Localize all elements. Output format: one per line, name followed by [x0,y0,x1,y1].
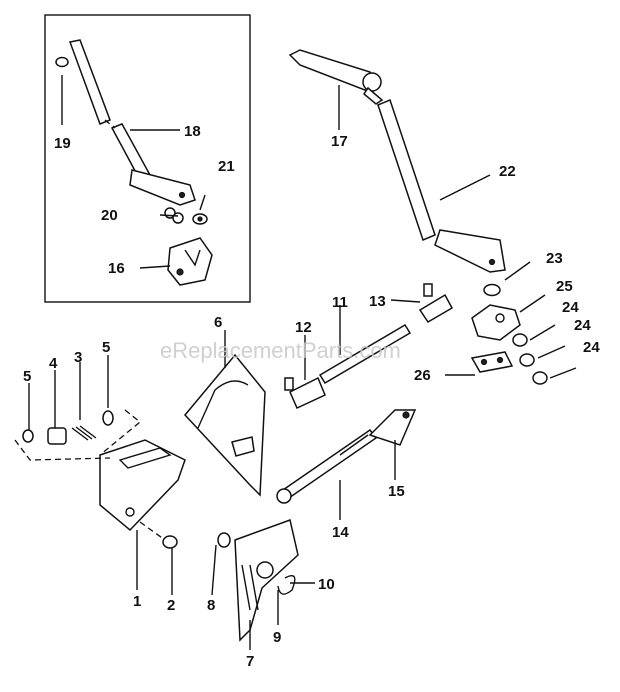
label-3: 3 [74,349,82,366]
part-8-washer [217,532,231,548]
label-16: 16 [108,260,125,277]
label-15: 15 [388,483,405,500]
dashed-link-b [99,409,142,456]
label-24b: 24 [574,317,591,334]
label-5a: 5 [23,368,31,385]
part-10-clip [277,575,296,595]
label-25: 25 [556,278,573,295]
part-22-lever [377,98,506,273]
label-11: 11 [332,294,348,311]
part-26-plate [470,351,514,373]
part-15-clevis [368,409,417,446]
watermark: eReplacementParts.com [160,338,401,363]
part-1-plate [99,439,186,532]
label-20: 20 [101,207,118,224]
label-2: 2 [167,597,175,614]
label-26: 26 [414,367,431,384]
part-labels: 1 2 3 4 5 5 6 7 8 9 10 11 12 13 14 15 16… [23,123,600,670]
label-12: 12 [295,319,312,336]
label-8: 8 [207,597,215,614]
parts-3-4-5 [22,410,114,445]
part-19-washer [55,56,69,68]
label-17: 17 [331,133,348,150]
label-22: 22 [499,163,516,180]
label-10: 10 [318,576,335,593]
label-24c: 24 [583,339,600,356]
label-21: 21 [218,158,235,175]
part-16-bracket [167,237,213,286]
part-18-lever [68,39,196,206]
part-13-fitting [418,283,454,324]
part-14-rod [276,428,378,504]
part-24-nuts [512,333,548,385]
label-23: 23 [546,250,563,267]
part-12-fitting [284,376,326,410]
part-11-rod [318,323,412,385]
label-18: 18 [184,123,201,140]
part-17-handle [288,49,384,105]
label-7: 7 [246,653,254,670]
label-5b: 5 [102,339,110,356]
label-9: 9 [273,629,281,646]
label-14: 14 [332,524,349,541]
label-19: 19 [54,135,71,152]
label-13: 13 [369,293,386,310]
label-24a: 24 [562,299,579,316]
dashed-link-a [14,439,111,461]
part-23-washer [483,283,501,297]
part-7-bracket [234,519,299,642]
leader-lines [28,75,577,650]
label-6: 6 [214,314,222,331]
dashed-link-c [139,521,166,541]
part-25-bracket [471,304,521,341]
inset-frame [44,14,251,303]
label-1: 1 [133,593,141,610]
label-4: 4 [49,355,58,372]
part-6-plate [184,353,266,497]
part-2-ring [162,535,178,549]
